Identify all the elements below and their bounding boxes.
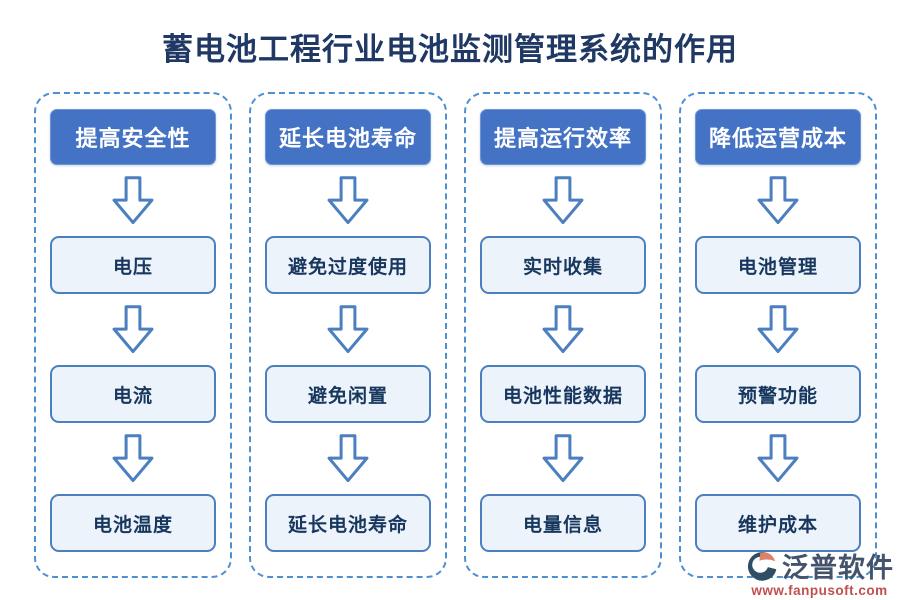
column-reduce-cost: 降低运营成本 电池管理 预警功能 维护成本 [679, 92, 877, 578]
fanpu-logo-icon [747, 551, 777, 581]
flow-item: 延长电池寿命 [265, 494, 431, 552]
flow-item: 电池管理 [695, 236, 861, 294]
down-arrow-icon [757, 433, 799, 482]
down-arrow-icon [112, 433, 154, 482]
flow-item: 避免闲置 [265, 365, 431, 423]
column-improve-safety: 提高安全性 电压 电流 电池温度 [34, 92, 232, 578]
column-header: 提高运行效率 [480, 109, 646, 165]
down-arrow-icon [327, 304, 369, 353]
down-arrow-icon [757, 175, 799, 224]
flow-item: 电量信息 [480, 494, 646, 552]
down-arrow-icon [542, 175, 584, 224]
flow-columns: 提高安全性 电压 电流 电池温度 延长电池寿命 避免过度使用 避免 [34, 92, 877, 578]
flow-item: 电流 [50, 365, 216, 423]
column-improve-efficiency: 提高运行效率 实时收集 电池性能数据 电量信息 [464, 92, 662, 578]
column-header: 提高安全性 [50, 109, 216, 165]
page-title: 蓄电池工程行业电池监测管理系统的作用 [162, 32, 738, 67]
down-arrow-icon [327, 433, 369, 482]
flow-item: 避免过度使用 [265, 236, 431, 294]
down-arrow-icon [542, 433, 584, 482]
down-arrow-icon [327, 175, 369, 224]
flow-item: 实时收集 [480, 236, 646, 294]
brand-watermark: 泛普软件 www.fanpusoft.com [745, 546, 894, 598]
down-arrow-icon [542, 304, 584, 353]
brand-url: www.fanpusoft.com [751, 583, 888, 598]
brand-name: 泛普软件 [782, 553, 894, 583]
flow-item: 维护成本 [695, 494, 861, 552]
down-arrow-icon [112, 175, 154, 224]
column-extend-battery-life: 延长电池寿命 避免过度使用 避免闲置 延长电池寿命 [249, 92, 447, 578]
flow-item: 预警功能 [695, 365, 861, 423]
flow-item: 电池温度 [50, 494, 216, 552]
flow-item: 电池性能数据 [480, 365, 646, 423]
down-arrow-icon [112, 304, 154, 353]
column-header: 降低运营成本 [695, 109, 861, 165]
down-arrow-icon [757, 304, 799, 353]
column-header: 延长电池寿命 [265, 109, 431, 165]
flow-item: 电压 [50, 236, 216, 294]
